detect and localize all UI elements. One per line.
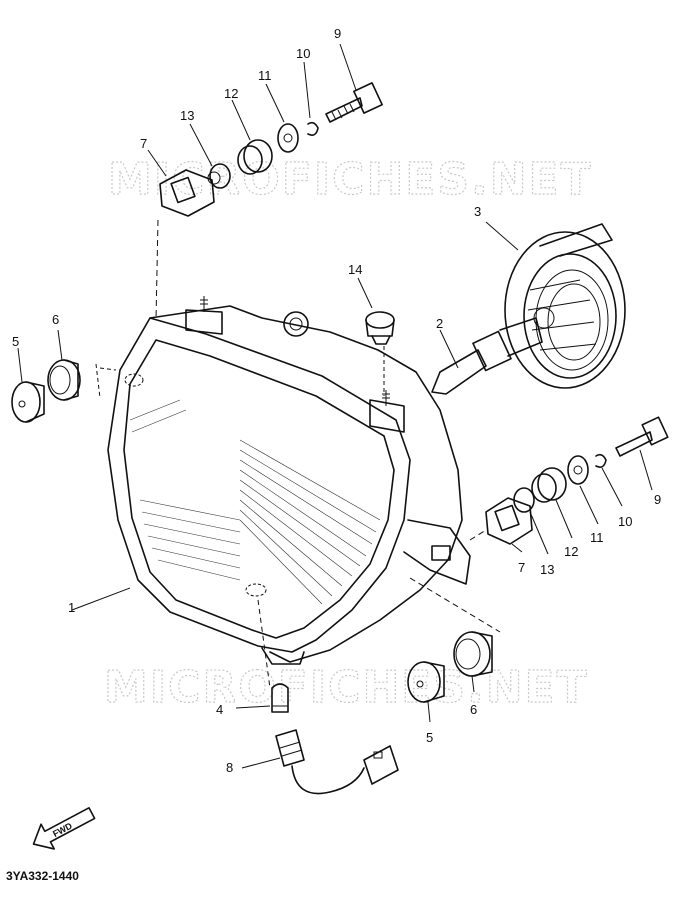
callout-11-top: 11 xyxy=(258,68,272,83)
callout-10-top: 10 xyxy=(296,46,310,61)
callout-9-top: 9 xyxy=(334,26,341,41)
aim-adjuster-top xyxy=(159,82,383,217)
socket-cover xyxy=(504,223,626,389)
position-socket-cord xyxy=(275,729,399,795)
callout-2: 2 xyxy=(436,316,443,331)
headlight-lens-unit xyxy=(107,296,471,665)
callout-5-left: 5 xyxy=(12,334,19,349)
callout-7-top: 7 xyxy=(140,136,147,151)
aim-adjuster-right xyxy=(485,416,669,545)
callout-13-top: 13 xyxy=(180,108,194,123)
lens-hatching xyxy=(129,399,381,605)
callout-13-right: 13 xyxy=(540,562,554,577)
callout-3: 3 xyxy=(474,204,481,219)
callout-1: 1 xyxy=(68,600,75,615)
callout-14: 14 xyxy=(348,262,362,277)
callout-8: 8 xyxy=(226,760,233,775)
callout-11-right: 11 xyxy=(590,530,604,545)
callout-6-bottom: 6 xyxy=(470,702,477,717)
callout-4: 4 xyxy=(216,702,223,717)
callout-12-top: 12 xyxy=(224,86,238,101)
callout-5-bottom: 5 xyxy=(426,730,433,745)
diagram-code: 3YA332-1440 xyxy=(6,869,79,883)
callouts: 1 2 3 4 5 5 6 6 7 7 8 9 9 10 10 11 11 12… xyxy=(12,26,661,775)
position-bulb xyxy=(271,683,289,713)
headlight-bulb xyxy=(431,307,555,395)
grommet-14 xyxy=(365,311,395,345)
callout-9-right: 9 xyxy=(654,492,661,507)
leader-lines xyxy=(17,43,653,769)
watermark-bottom: MICROFICHES.NET xyxy=(104,662,589,713)
front-arrow: FWD xyxy=(32,807,96,850)
callout-12-right: 12 xyxy=(564,544,578,559)
callout-6-left: 6 xyxy=(52,312,59,327)
mount-left xyxy=(11,359,81,423)
callout-7-right: 7 xyxy=(518,560,525,575)
callout-10-right: 10 xyxy=(618,514,632,529)
